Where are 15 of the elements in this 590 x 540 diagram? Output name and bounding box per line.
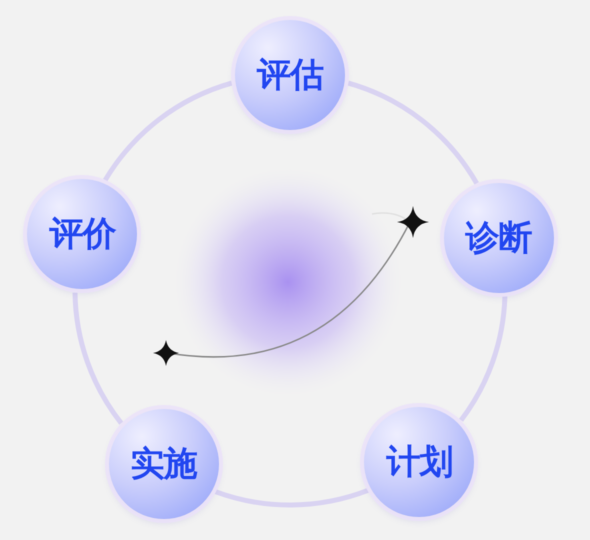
ring-connector: [72, 292, 124, 425]
stage-label: 诊断: [466, 220, 532, 255]
stage-label: 计划: [386, 444, 452, 479]
ring-connector: [214, 488, 369, 508]
stage-label: 评估: [257, 58, 323, 92]
stage-circle: [235, 20, 345, 130]
ring-connector: [103, 80, 233, 182]
stage-label: 评价: [49, 217, 116, 252]
stage-circle: [108, 408, 219, 519]
ring-connector: [347, 80, 479, 185]
stage-circle: [364, 406, 474, 517]
stage-label: 实施: [130, 446, 197, 481]
stage-circle: [444, 182, 554, 293]
ring-connector: [459, 296, 508, 422]
stage-circle: [27, 179, 138, 290]
